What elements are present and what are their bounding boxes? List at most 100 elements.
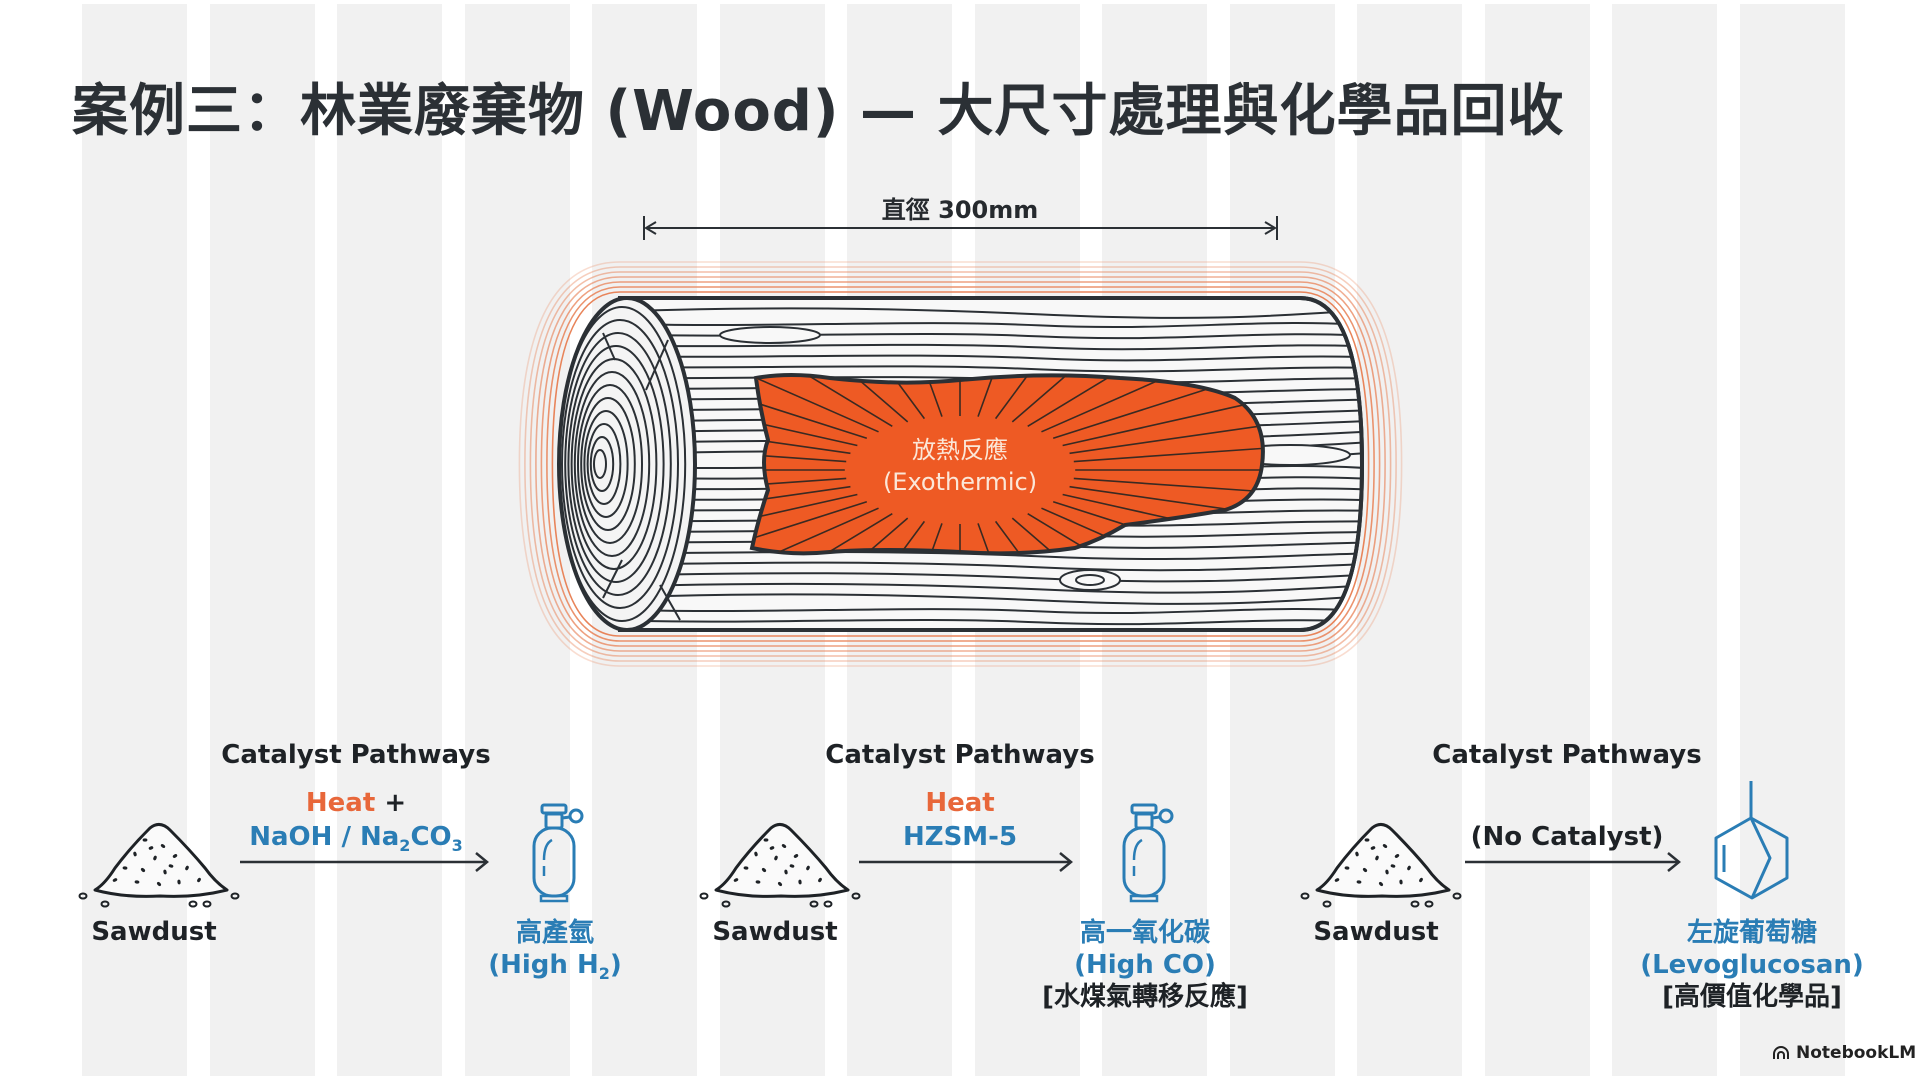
sawdust-particle [761, 868, 767, 872]
sawdust-particle [789, 864, 795, 868]
heat-label: Heat [925, 788, 995, 818]
grain-line [620, 551, 1362, 561]
tree-ring [589, 436, 615, 492]
heat-ray [765, 513, 893, 554]
product-label: 高產氫 (High H2) [395, 917, 715, 990]
sawdust-particle [1407, 865, 1411, 871]
page-title: 案例三：林業廢棄物 (Wood) — 大尺寸處理與化學品回收 [72, 79, 1565, 144]
pathway-heading: Catalyst Pathways [221, 740, 491, 770]
sawdust-particle [1334, 878, 1340, 882]
gauge-connector [1151, 815, 1161, 820]
sawdust-particle [769, 846, 775, 850]
product-en-subscript: 2 [598, 964, 610, 983]
wood-knot [1075, 574, 1105, 586]
cylinder-base [1129, 894, 1159, 903]
sawdust-particle [1364, 838, 1370, 842]
heat-ray [977, 523, 1013, 554]
sawdust-particle [156, 881, 162, 887]
heat-ray [1062, 401, 1255, 447]
grain-line [620, 582, 1362, 594]
cylinder-body [532, 826, 576, 898]
sawdust-particle [774, 855, 778, 861]
pathway-arrow-3 [1465, 852, 1681, 872]
pile-outline [714, 823, 850, 898]
sawdust-particle [784, 869, 788, 875]
catalyst-text: CO [410, 822, 452, 852]
sawdust-pile-icon [699, 823, 861, 908]
heat-ray [752, 423, 851, 455]
sawdust-particle [1394, 854, 1400, 858]
heat-ray [1011, 517, 1111, 554]
heat-ray [752, 445, 847, 463]
background-stripe [1484, 4, 1590, 1076]
pathway-condition: Heat + [176, 786, 536, 820]
heat-ray [907, 523, 943, 554]
sawdust-particle [202, 900, 212, 908]
product-en-text: ) [609, 950, 622, 980]
feed-label: Sawdust [712, 917, 838, 947]
sawdust-particle [823, 900, 833, 908]
grain-line [620, 322, 1362, 329]
exothermic-label-en: (Exothermic) [882, 468, 1038, 496]
product-name-zh: 左旋葡萄糖 [1686, 918, 1817, 948]
brand-watermark: NotebookLM [1772, 1043, 1916, 1063]
sawdust-particle [197, 877, 201, 883]
heat-ray [752, 507, 879, 554]
sawdust-particle [1390, 864, 1396, 868]
diameter-label: 直徑 300mm [881, 196, 1039, 224]
sawdust-particle [1410, 900, 1420, 908]
sawdust-particle [721, 900, 731, 908]
sawdust-particle [809, 900, 819, 908]
sawdust-particle [1356, 880, 1362, 884]
sawdust-particle [1300, 892, 1310, 900]
heat-ray [857, 520, 926, 554]
sawdust-particle [733, 878, 739, 882]
sawdust-particle [777, 881, 783, 887]
product-name-zh: 高一氧化碳 [1079, 918, 1210, 948]
heat-ray [994, 520, 1063, 554]
catalyst-subscript: 2 [399, 836, 411, 855]
grain-line [620, 307, 1362, 319]
sawdust-particle [1382, 844, 1388, 848]
grain-line [620, 608, 1362, 615]
sawdust-particle [1355, 851, 1359, 857]
sawdust-particle [1322, 900, 1332, 908]
sawdust-particle [140, 868, 146, 872]
heat-ray [765, 375, 893, 427]
cylinder-valve [544, 812, 564, 830]
notebooklm-logo-icon [1773, 1046, 1789, 1059]
tree-ring [583, 410, 629, 518]
sawdust-particle [851, 892, 861, 900]
heat-ray [1027, 375, 1155, 427]
sawdust-particle [798, 879, 802, 885]
grain-line [620, 561, 1362, 572]
pathway-arrow-1 [240, 852, 489, 872]
sawdust-particle [122, 866, 128, 870]
exothermic-label: 放熱反應 (Exothermic) [860, 434, 1060, 498]
product-name-en: (High H2) [395, 949, 715, 990]
sawdust-particle [763, 838, 769, 842]
tree-ring [577, 384, 643, 544]
sawdust-particle [185, 865, 189, 871]
background-stripe [209, 4, 315, 1076]
molecule-structure-icon [1714, 781, 1789, 900]
heat-radiation-rings [518, 261, 1403, 667]
sawdust-particle [172, 854, 178, 858]
sawdust-particle [793, 854, 799, 858]
sawdust-particle [1385, 869, 1389, 875]
wood-knot [1059, 569, 1121, 591]
gas-cylinder-icon [1122, 803, 1174, 903]
sawdust-pile-icon [1300, 823, 1462, 908]
catalyst-text: NaOH / Na [249, 822, 400, 852]
sawdust-particle [1452, 892, 1462, 900]
heat-label: Heat [305, 788, 376, 818]
heat-ray [1073, 445, 1263, 463]
tree-ring [573, 371, 651, 557]
sawdust-particle [100, 900, 110, 908]
plus-sign: + [384, 788, 407, 818]
cylinder-highlight [1132, 838, 1143, 861]
brand-name: NotebookLM [1796, 1043, 1917, 1063]
sawdust-particle [112, 878, 118, 882]
tree-ring [593, 449, 607, 479]
wood-knot [719, 326, 821, 344]
